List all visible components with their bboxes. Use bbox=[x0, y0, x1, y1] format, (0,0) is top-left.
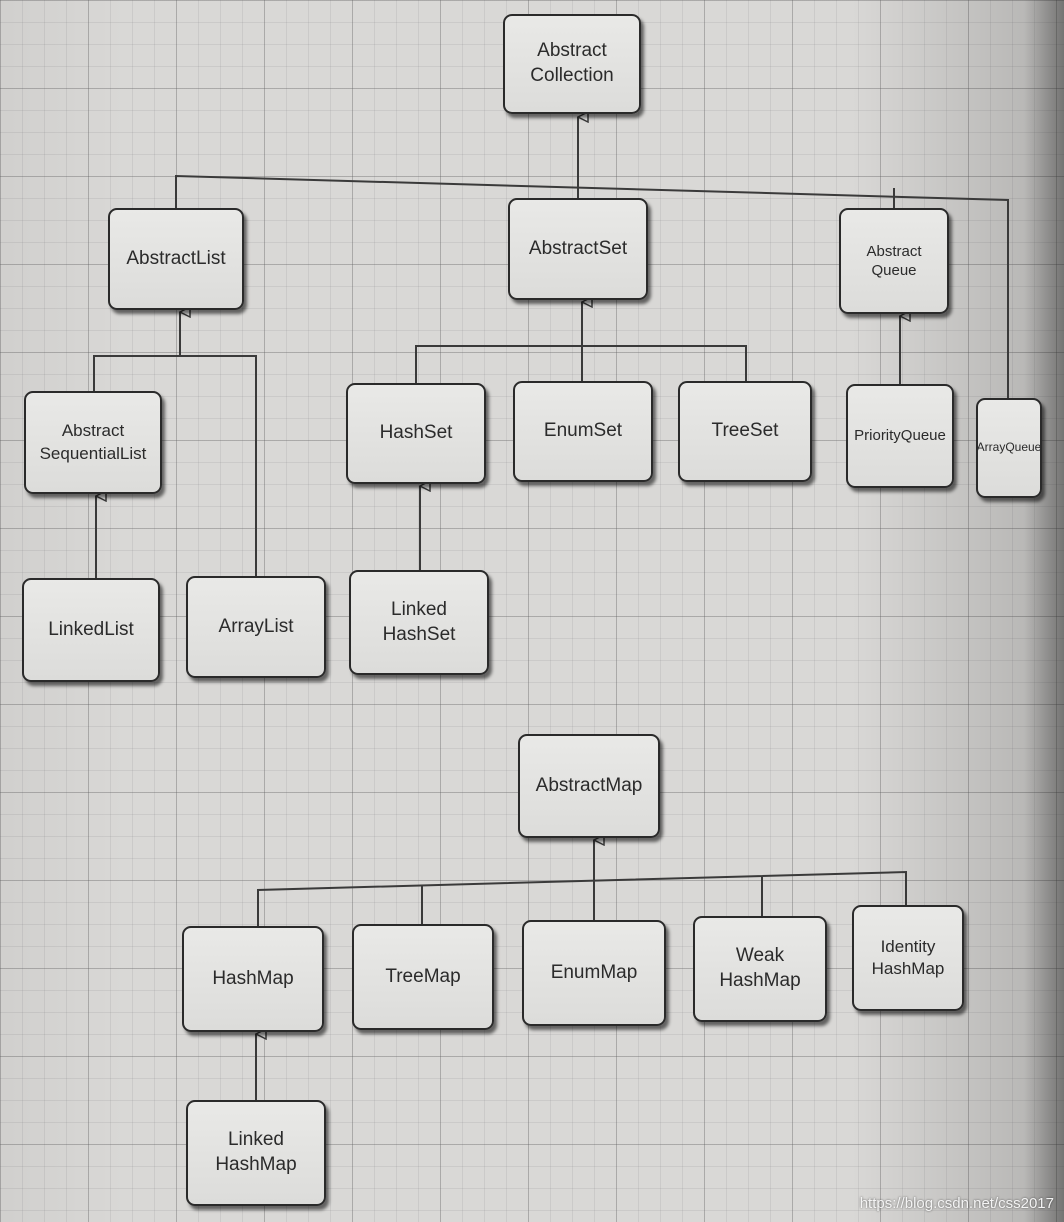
node-tree-map: TreeMap bbox=[352, 924, 494, 1030]
node-abstract-list: AbstractList bbox=[108, 208, 244, 310]
edge-list-bus bbox=[93, 355, 257, 578]
node-enum-set: EnumSet bbox=[513, 381, 653, 482]
node-hash-map: HashMap bbox=[182, 926, 324, 1032]
node-tree-set: TreeSet bbox=[678, 381, 812, 482]
node-priority-queue: PriorityQueue bbox=[846, 384, 954, 488]
watermark-text: https://blog.csdn.net/css2017 bbox=[859, 1195, 1054, 1212]
node-enum-map: EnumMap bbox=[522, 920, 666, 1026]
edge-collection-bus bbox=[175, 174, 1009, 400]
page-edge-shadow bbox=[1024, 0, 1064, 1222]
node-array-list: ArrayList bbox=[186, 576, 326, 678]
node-hash-set: HashSet bbox=[346, 383, 486, 484]
node-array-queue: ArrayQueue bbox=[976, 398, 1042, 498]
node-abstract-set: AbstractSet bbox=[508, 198, 648, 300]
edge-map-bus bbox=[257, 870, 907, 928]
node-abstract-map: AbstractMap bbox=[518, 734, 660, 838]
node-linked-list: LinkedList bbox=[22, 578, 160, 682]
